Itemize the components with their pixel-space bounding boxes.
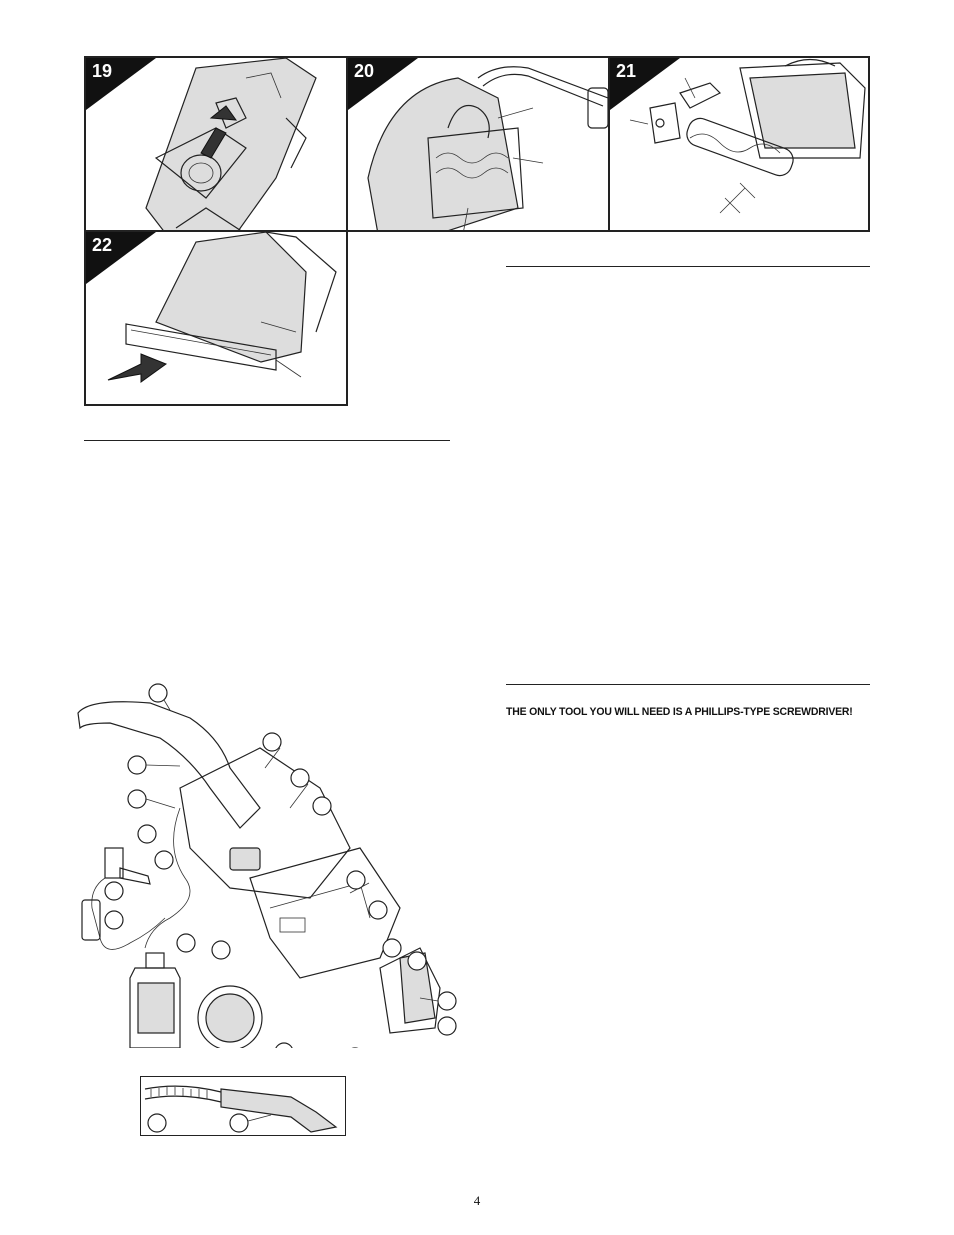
figure-22-badge	[86, 232, 156, 284]
figure-19-illustration	[145, 58, 317, 230]
section-divider-right-top	[506, 266, 870, 267]
figure-21-illustration	[629, 58, 866, 214]
figure-21-number: 21	[616, 61, 637, 81]
figure-19-panel: 19	[84, 56, 348, 232]
figure-20-illustration	[367, 66, 608, 230]
figure-22-number: 22	[92, 235, 113, 255]
hose-tool-illustration	[144, 1085, 338, 1133]
figure-20-panel: 20	[346, 56, 610, 232]
figure-22-illustration	[107, 232, 337, 383]
figure-19-number: 19	[92, 61, 113, 81]
section-divider-right-bottom	[506, 684, 870, 685]
section-divider-left	[84, 440, 450, 441]
figure-21-badge	[610, 58, 680, 110]
figure-21-panel: 21	[608, 56, 870, 232]
figure-19-badge	[86, 58, 156, 110]
tool-note: THE ONLY TOOL YOU WILL NEED IS A PHILLIP…	[506, 705, 853, 719]
parts-diagram	[77, 683, 457, 1048]
page-number: 4	[473, 1193, 481, 1208]
attachment-hose-box	[140, 1076, 346, 1136]
figure-20-number: 20	[354, 61, 375, 81]
figure-22-panel: 22	[84, 230, 348, 406]
figure-20-badge	[348, 58, 418, 110]
